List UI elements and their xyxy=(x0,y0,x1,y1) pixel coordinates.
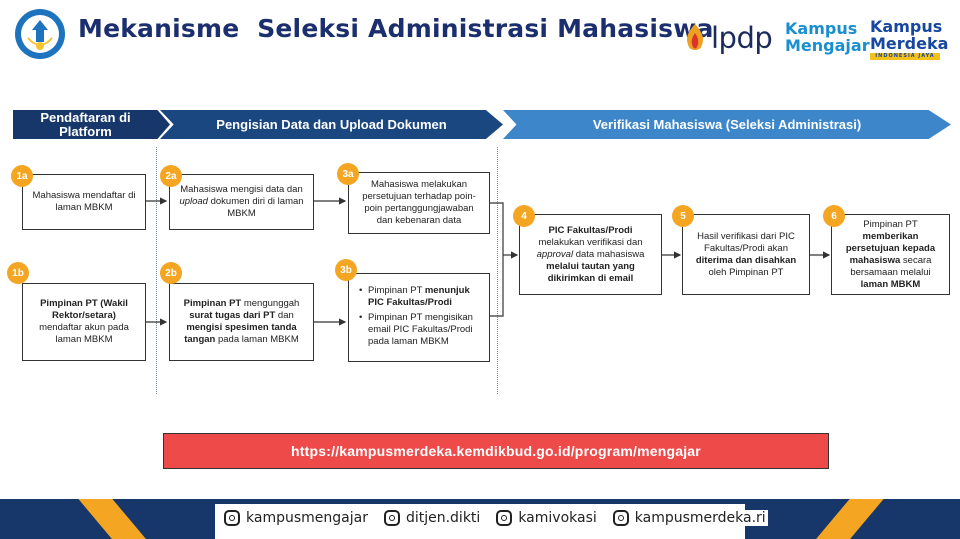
kampus-mengajar-line1: Kampus xyxy=(785,19,858,38)
step-text-run: approval xyxy=(536,248,574,260)
step-text-run: PIC Fakultas/Prodi xyxy=(548,224,633,236)
step-bullet-item: Pimpinan PT menunjuk PIC Fakultas/Prodi xyxy=(357,285,481,309)
step-box-4: PIC Fakultas/Prodi melakukan verifikasi … xyxy=(519,214,662,295)
step-text-run: Hasil verifikasi dari PIC Fakultas/Prodi… xyxy=(697,230,795,254)
step-text-run: diterima dan disahkan xyxy=(695,254,797,266)
step-badge-2b: 2b xyxy=(160,262,182,284)
social-ditjen-dikti[interactable]: ditjen.dikti xyxy=(381,510,483,526)
step-box-1b: Pimpinan PT (Wakil Rektor/setara) mendaf… xyxy=(22,283,146,361)
step-text-run: melalui tautan yang dikirimkan di email xyxy=(546,260,635,284)
kampus-merdeka-logo: Kampus Merdeka INDONESIA JAYA xyxy=(870,18,950,60)
step-text: PIC Fakultas/Prodi melakukan verifikasi … xyxy=(528,225,653,285)
step-badge-1a: 1a xyxy=(11,165,33,187)
step-text: Mahasiswa melakukan persetujuan terhadap… xyxy=(357,179,481,227)
phase-2-label: Pengisian Data dan Upload Dokumen xyxy=(216,116,447,132)
step-badge-2a: 2a xyxy=(160,165,182,187)
step-text-run: Pimpinan PT (Wakil Rektor/setara) xyxy=(40,298,128,321)
step-box-1a: Mahasiswa mendaftar di laman MBKM xyxy=(22,174,146,230)
social-kampusmerdeka-ri[interactable]: kampusmerdeka.ri xyxy=(610,510,768,526)
step-bullet-list: Pimpinan PT menunjuk PIC Fakultas/ProdiP… xyxy=(357,285,481,351)
step-badge-4: 4 xyxy=(513,205,535,227)
step-text-run: data mahasiswa xyxy=(573,248,645,260)
step-text-run: dan xyxy=(275,310,294,321)
step-badge-3a: 3a xyxy=(337,163,359,185)
program-url-link[interactable]: https://kampusmerdeka.kemdikbud.go.id/pr… xyxy=(163,433,829,469)
step-text-run: melakukan verifikasi dan xyxy=(538,236,643,248)
step-text-run: Pimpinan PT xyxy=(183,298,242,309)
phase-pengisian-data: Pengisian Data dan Upload Dokumen xyxy=(160,110,503,139)
kampus-merdeka-line2: Merdeka xyxy=(870,34,949,53)
step-text: Pimpinan PT memberikan persetujuan kepad… xyxy=(840,219,941,291)
instagram-icon xyxy=(496,510,513,526)
step-text-run: dokumen diri di laman MBKM xyxy=(207,196,304,219)
kampus-mengajar-logo: Kampus Mengajar xyxy=(785,19,870,55)
step-box-3a: Mahasiswa melakukan persetujuan terhadap… xyxy=(348,172,490,234)
step-box-5: Hasil verifikasi dari PIC Fakultas/Prodi… xyxy=(682,214,810,295)
page-title: Mekanisme Seleksi Administrasi Mahasiswa xyxy=(78,14,714,43)
step-text: Mahasiswa mendaftar di laman MBKM xyxy=(31,190,137,214)
step-text-run: oleh Pimpinan PT xyxy=(708,266,784,278)
step-badge-5: 5 xyxy=(672,205,694,227)
step-text-run: mengisi spesimen tanda tangan xyxy=(184,322,297,345)
social-handle: kampusmengajar xyxy=(246,510,368,526)
step-text-run: Pimpinan PT xyxy=(863,218,918,230)
step-box-6: Pimpinan PT memberikan persetujuan kepad… xyxy=(831,214,950,295)
step-text-run: Mahasiswa melakukan persetujuan terhadap… xyxy=(362,179,476,226)
step-text: Pimpinan PT (Wakil Rektor/setara) mendaf… xyxy=(31,298,137,346)
phase-pendaftaran: Pendaftaran di Platform xyxy=(13,110,170,139)
step-text-run: surat tugas dari PT xyxy=(189,310,276,321)
step-text-run: pada laman MBKM xyxy=(215,334,299,345)
kampus-merdeka-line1: Kampus xyxy=(870,17,943,36)
social-links: kampusmengajar ditjen.dikti kamivokasi k… xyxy=(222,510,768,526)
social-handle: ditjen.dikti xyxy=(405,510,481,526)
step-text-run: secara bersamaan melalui xyxy=(850,254,932,278)
step-badge-6: 6 xyxy=(823,205,845,227)
kampus-mengajar-line2: Mengajar xyxy=(785,36,870,55)
step-badge-1b: 1b xyxy=(7,262,29,284)
instagram-icon xyxy=(383,510,400,526)
step-text-run: mendaftar akun pada laman MBKM xyxy=(39,322,129,345)
step-text-run: Mahasiswa mendaftar di laman MBKM xyxy=(32,190,136,213)
lpdp-logo: lpdp xyxy=(683,18,773,58)
bracket-3a-3b xyxy=(490,202,504,317)
step-text-run: laman MBKM xyxy=(860,278,921,290)
step-text: Hasil verifikasi dari PIC Fakultas/Prodi… xyxy=(691,231,801,279)
footer-stripe-left xyxy=(76,499,150,539)
phase-verifikasi: Verifikasi Mahasiswa (Seleksi Administra… xyxy=(503,110,951,139)
step-badge-3b: 3b xyxy=(335,259,357,281)
step-box-2b: Pimpinan PT mengunggah surat tugas dari … xyxy=(169,283,314,361)
phase-separator-2 xyxy=(497,147,498,394)
step-text-run: upload xyxy=(179,196,208,207)
phase-3-label: Verifikasi Mahasiswa (Seleksi Administra… xyxy=(592,116,862,132)
step-text: Mahasiswa mengisi data dan upload dokume… xyxy=(178,184,305,220)
footer-stripe-right xyxy=(812,499,886,539)
phase-1-label: Pendaftaran di Platform xyxy=(40,109,131,139)
lpdp-flame-icon xyxy=(687,24,703,50)
kampus-merdeka-tagline: INDONESIA JAYA xyxy=(870,53,940,60)
phase-separator-1 xyxy=(156,147,157,394)
social-handle: kampusmerdeka.ri xyxy=(634,510,766,526)
step-text: Pimpinan PT mengunggah surat tugas dari … xyxy=(178,298,305,346)
social-kampusmengajar[interactable]: kampusmengajar xyxy=(222,510,370,526)
step-text-run: Pimpinan PT mengisikan email PIC Fakulta… xyxy=(368,311,473,347)
step-text-run: Mahasiswa mengisi data dan xyxy=(180,184,303,195)
step-text-run: Pimpinan PT xyxy=(368,284,425,296)
step-text-run: mengunggah xyxy=(241,298,300,309)
instagram-icon xyxy=(612,510,629,526)
instagram-icon xyxy=(224,510,240,526)
step-text-run: menunjuk PIC Fakultas/Prodi xyxy=(368,284,470,308)
social-kamivokasi[interactable]: kamivokasi xyxy=(494,510,599,526)
social-handle: kamivokasi xyxy=(518,510,597,526)
step-box-2a: Mahasiswa mengisi data dan upload dokume… xyxy=(169,174,314,230)
step-box-3b: Pimpinan PT menunjuk PIC Fakultas/ProdiP… xyxy=(348,273,490,362)
lpdp-wordmark: lpdp xyxy=(711,21,773,55)
step-bullet-item: Pimpinan PT mengisikan email PIC Fakulta… xyxy=(357,312,481,348)
tut-wuri-handayani-logo xyxy=(15,9,65,59)
step-text-run: memberikan persetujuan kepada mahasiswa xyxy=(845,230,936,266)
